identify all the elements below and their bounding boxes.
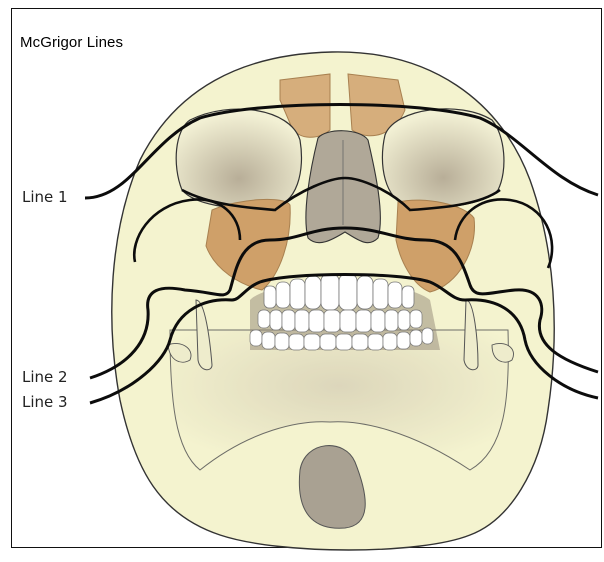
- orbit-left: [176, 109, 301, 208]
- label-line-2: Line 2: [22, 368, 68, 386]
- lower-teeth: [250, 310, 433, 350]
- label-line-1: Line 1: [22, 188, 68, 206]
- diagram-title: McGrigor Lines: [20, 34, 123, 51]
- orbit-right: [382, 109, 504, 207]
- label-line-3: Line 3: [22, 393, 68, 411]
